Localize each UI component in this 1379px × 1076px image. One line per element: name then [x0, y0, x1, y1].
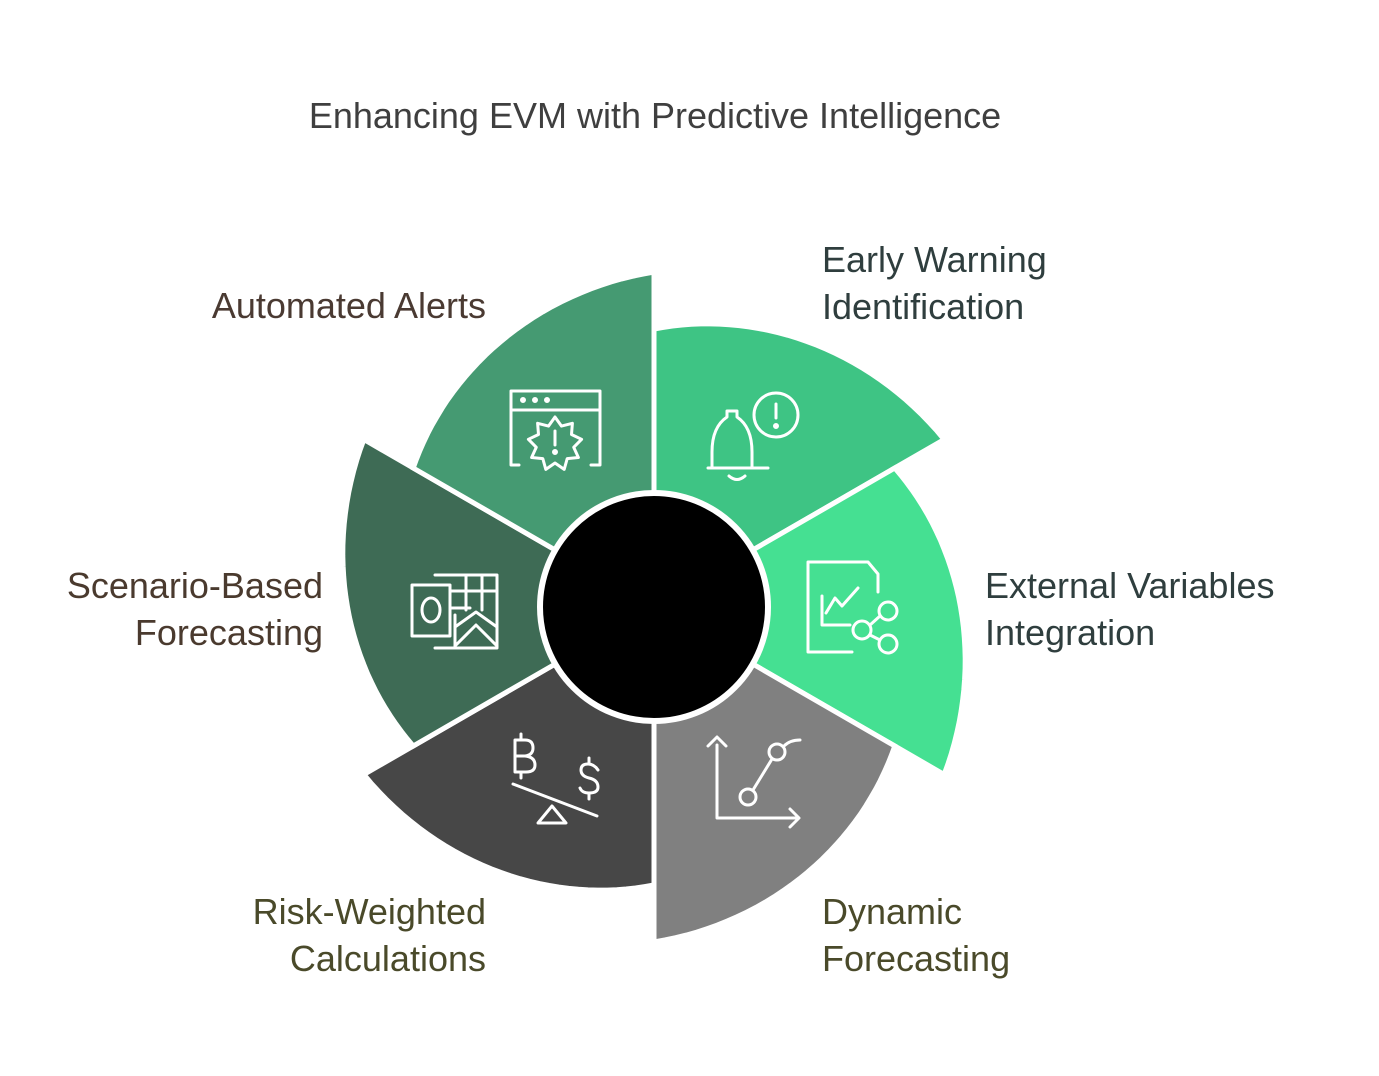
browser-alert-icon: [509, 389, 602, 471]
label-line: External Variables: [985, 565, 1275, 606]
label-scenario-based: Scenario-Based Forecasting: [20, 562, 323, 656]
bell-alert-icon: [706, 391, 800, 481]
label-line: Forecasting: [822, 938, 1011, 979]
label-dynamic-forecasting: Dynamic Forecasting: [822, 888, 1010, 982]
label-line: Early Warning: [822, 239, 1047, 280]
label-line: Risk-Weighted: [252, 891, 486, 932]
label-line: Forecasting: [134, 612, 323, 653]
segment-early-warning: [651, 321, 948, 555]
label-risk-weighted: Risk-Weighted Calculations: [140, 888, 486, 982]
currency-balance-icon: [511, 732, 600, 825]
segment-risk-weighted: [360, 659, 657, 893]
diagram-title: Enhancing EVM with Predictive Intelligen…: [308, 95, 1002, 136]
center-hub: [537, 490, 771, 724]
label-early-warning: Early Warning Identification: [822, 236, 1047, 330]
label-external-variables: External Variables Integration: [985, 562, 1274, 656]
label-automated-alerts: Automated Alerts: [120, 282, 486, 329]
spreadsheet-icon: [410, 573, 499, 650]
segment-automated-alerts: [410, 268, 657, 555]
segment-dynamic-forecasting: [651, 659, 898, 946]
label-line: Scenario-Based: [66, 565, 323, 606]
label-line: Automated Alerts: [211, 285, 486, 326]
label-line: Identification: [822, 286, 1025, 327]
trend-graph-icon: [706, 735, 802, 829]
chart-share-icon: [806, 560, 899, 655]
label-line: Dynamic: [822, 891, 963, 932]
label-line: Integration: [985, 612, 1156, 653]
label-line: Calculations: [289, 938, 486, 979]
